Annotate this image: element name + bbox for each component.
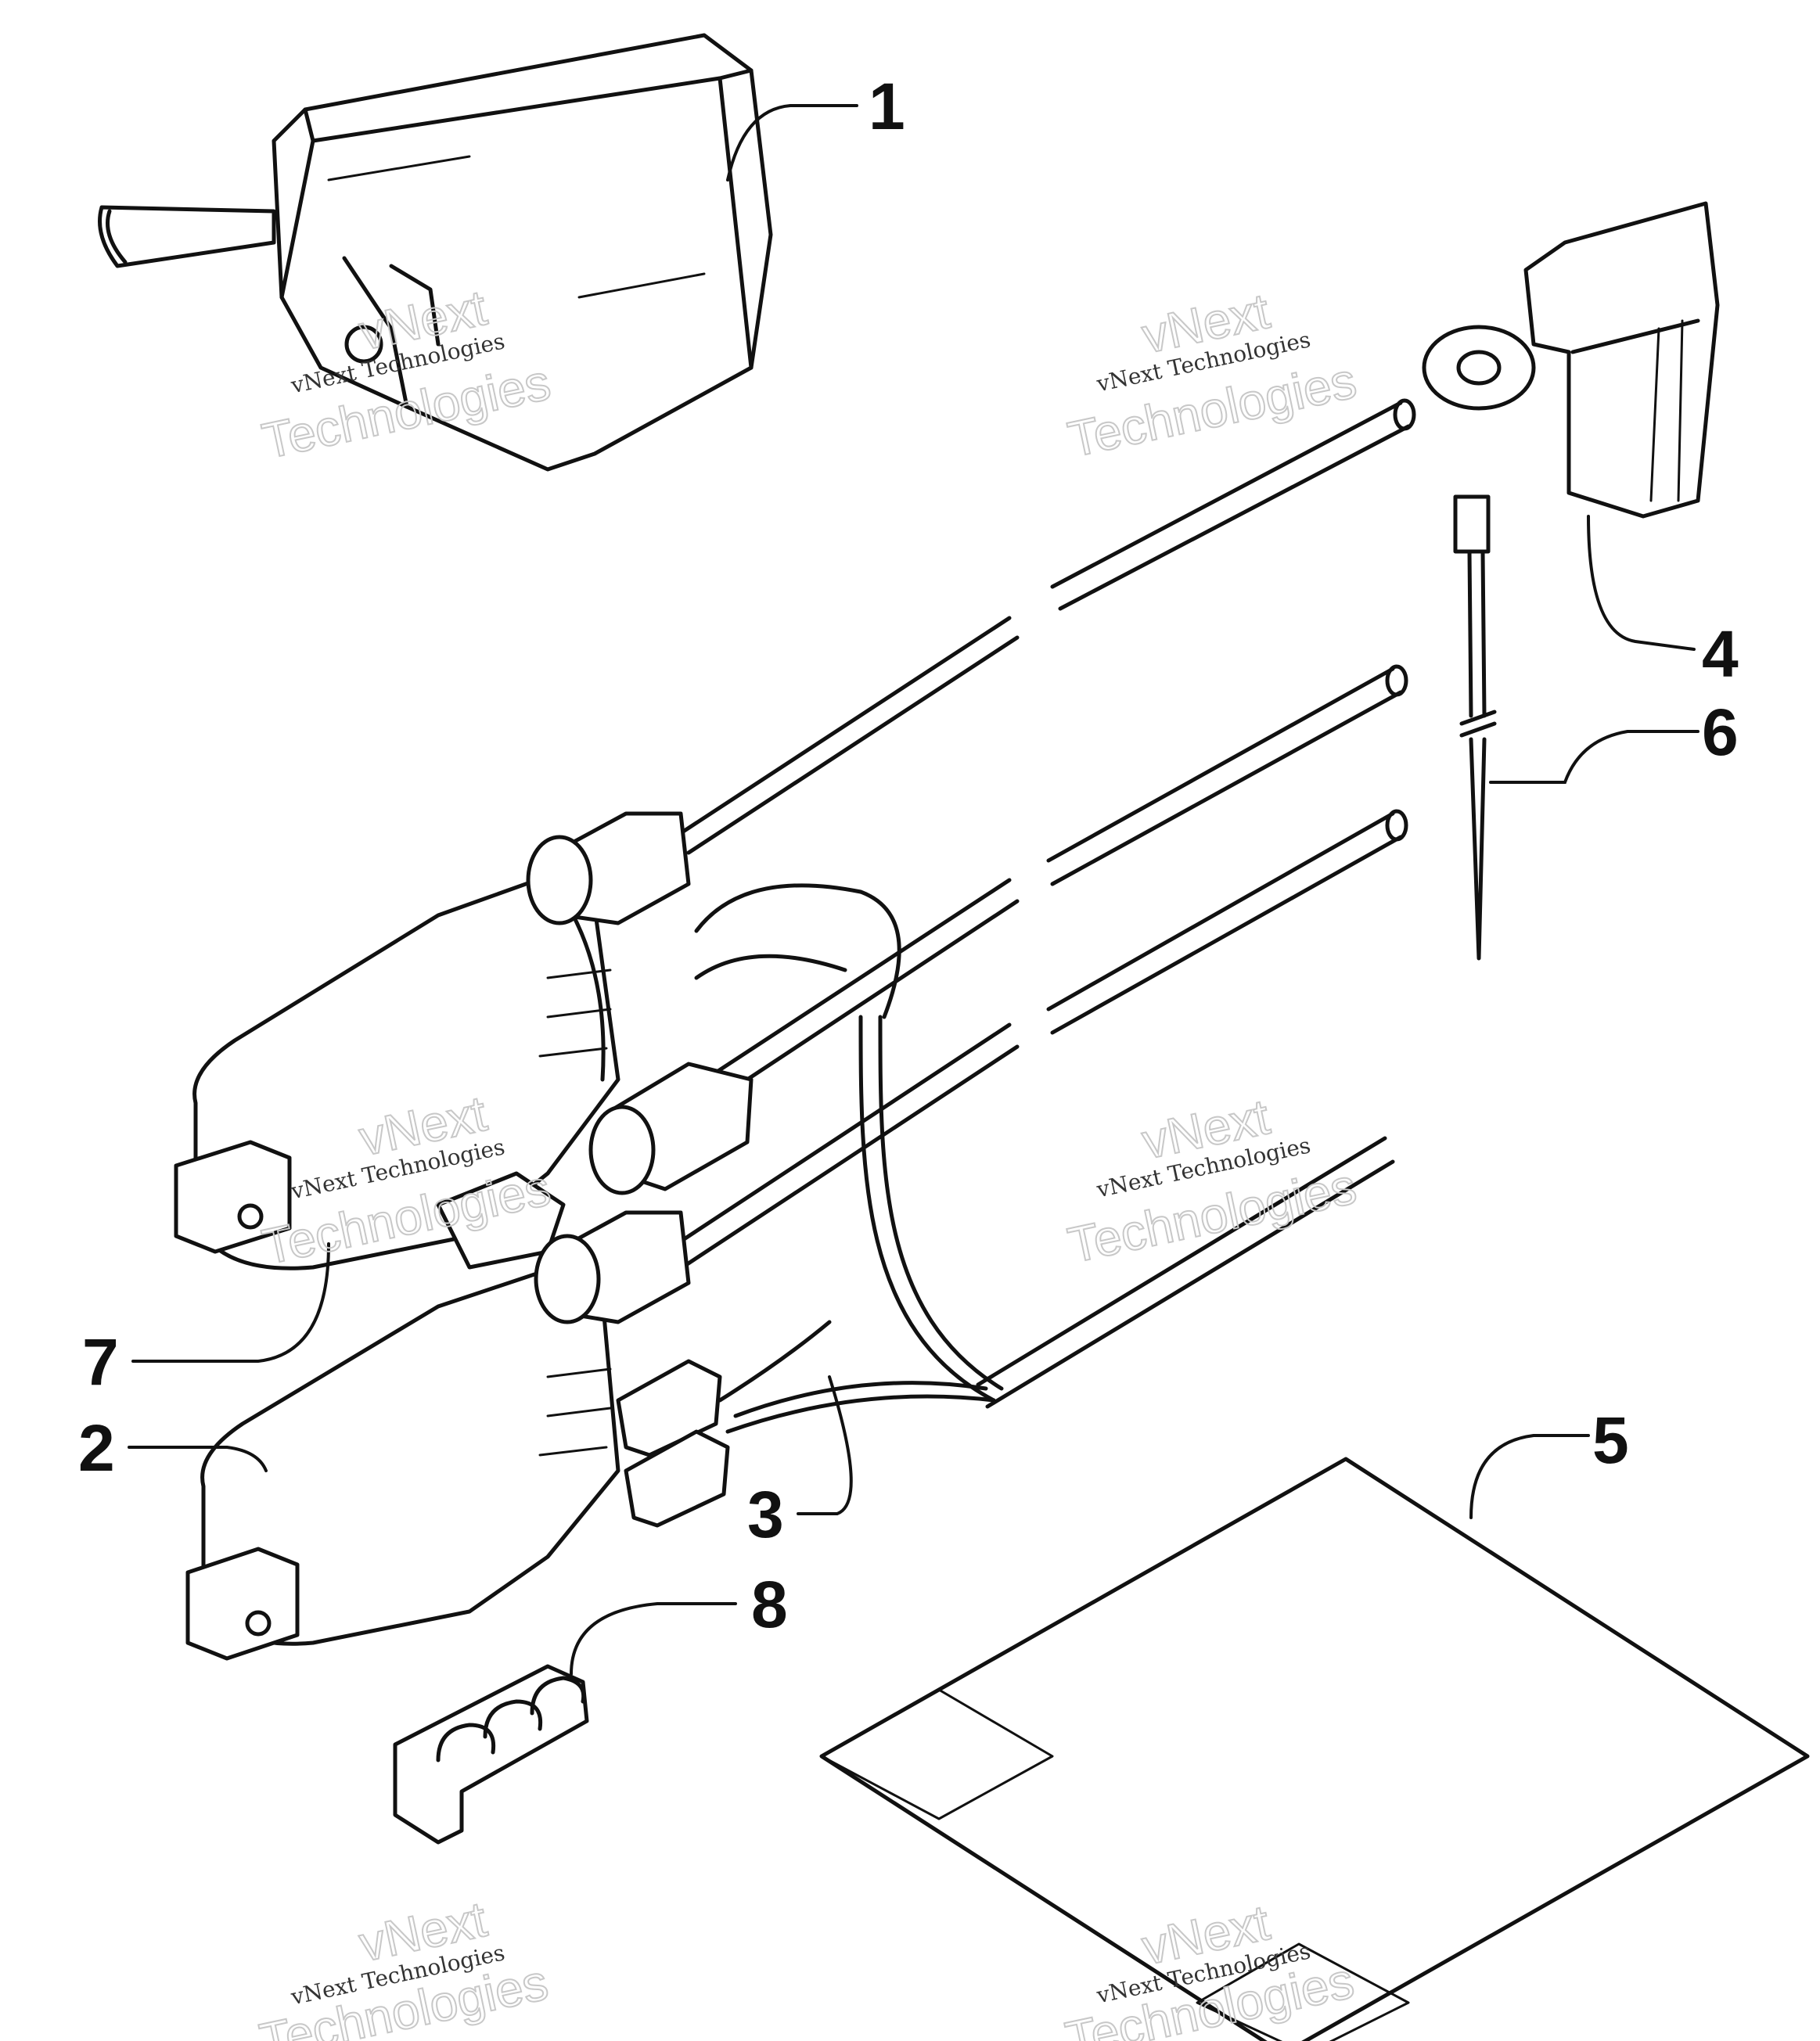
callout-2: 2 bbox=[78, 1411, 115, 1485]
callout-3: 3 bbox=[747, 1478, 784, 1551]
callout-6: 6 bbox=[1702, 695, 1739, 769]
watermark-top-right: vNext vNext Technologies Technologies bbox=[1063, 282, 1361, 469]
callout-4: 4 bbox=[1702, 617, 1739, 691]
callout-7: 7 bbox=[82, 1325, 119, 1399]
callout-8: 8 bbox=[751, 1568, 788, 1641]
part-5-decal-sheet bbox=[819, 1457, 1810, 2041]
watermark-bottom-right: vNext vNext Technologies Technologies bbox=[1060, 1893, 1359, 2041]
callout-5: 5 bbox=[1592, 1403, 1629, 1477]
part-2-ignition-coil bbox=[185, 1210, 996, 1661]
watermark-middle-right: vNext vNext Technologies Technologies bbox=[1063, 1087, 1361, 1274]
part-6-cable-tie bbox=[1453, 494, 1497, 961]
callout-labels: 1 4 6 5 7 2 3 8 bbox=[78, 70, 1739, 1641]
part-1-cdi-module bbox=[98, 33, 773, 472]
leader-lines bbox=[128, 104, 1700, 1676]
part-8-wire-clip bbox=[393, 1664, 589, 1845]
ignition-wire-segments bbox=[655, 398, 1416, 1409]
part-7-ignition-coil bbox=[174, 811, 901, 1270]
part-4-spark-plug-cap bbox=[1422, 201, 1720, 519]
callout-1: 1 bbox=[869, 70, 905, 143]
watermark-bottom-left: vNext vNext Technologies Technologies bbox=[254, 1890, 553, 2041]
